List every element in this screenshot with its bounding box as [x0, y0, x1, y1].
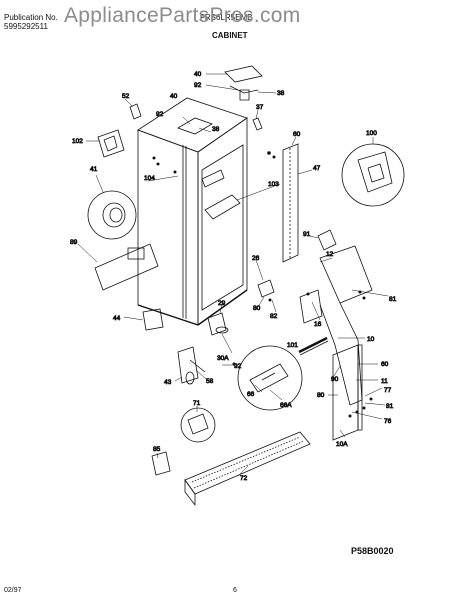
part-101 — [298, 336, 328, 354]
part-102 — [97, 129, 125, 158]
callout-10: 10 — [367, 336, 375, 343]
callout-38: 38 — [277, 90, 285, 97]
model-number: FRS6LR5EMB — [200, 13, 253, 22]
part-89 — [94, 243, 159, 291]
lower-hinge — [207, 312, 229, 336]
part-47 — [282, 143, 299, 263]
callout-38b: 38 — [212, 126, 220, 133]
callout-30A: 30A — [217, 355, 229, 362]
callout-16: 16 — [314, 321, 322, 328]
callout-58: 58 — [206, 378, 214, 385]
part-72-grille — [184, 431, 311, 507]
callout-44: 44 — [113, 315, 121, 322]
screws — [152, 151, 373, 418]
callout-102: 102 — [72, 138, 83, 145]
part-52 — [129, 103, 142, 120]
callout-92b: 92 — [156, 111, 164, 118]
callout-90: 90 — [331, 376, 339, 383]
part-41-detail — [87, 190, 137, 240]
callout-40: 40 — [194, 71, 202, 78]
section-title: CABINET — [212, 31, 248, 40]
callout-37: 37 — [256, 104, 264, 111]
top-hinge — [224, 65, 263, 101]
publication-label: Publication No. — [4, 13, 58, 22]
callout-47: 47 — [313, 165, 321, 172]
callout-11: 11 — [381, 378, 388, 385]
cabinet-body — [137, 97, 248, 326]
part-71-detail — [180, 407, 216, 443]
leader-lines — [77, 73, 389, 477]
callout-101: 101 — [287, 342, 298, 349]
callout-71: 71 — [193, 400, 201, 407]
callout-77: 77 — [384, 387, 392, 394]
callout-92: 92 — [194, 82, 202, 89]
callout-12: 12 — [326, 251, 334, 258]
part-44 — [142, 308, 164, 331]
callout-100: 100 — [366, 130, 377, 137]
callout-66A: 66A — [280, 402, 292, 409]
callout-41: 41 — [90, 166, 98, 173]
footer-page-number: 6 — [233, 587, 237, 594]
callout-43: 43 — [164, 379, 172, 386]
callout-80: 80 — [253, 305, 261, 312]
callout-81: 81 — [389, 296, 397, 303]
callout-80b: 80 — [317, 392, 325, 399]
callout-104: 104 — [144, 175, 155, 182]
callout-82: 82 — [270, 313, 278, 320]
callout-26: 26 — [252, 255, 260, 262]
callout-40b: 40 — [170, 93, 178, 100]
drawing-reference: P58B0020 — [351, 546, 394, 556]
callout-52: 52 — [122, 93, 130, 100]
callout-76: 76 — [384, 418, 392, 425]
callout-60b: 60 — [381, 361, 389, 368]
part-10 — [332, 344, 363, 441]
callout-29: 29 — [218, 300, 226, 307]
part-26 — [257, 279, 275, 298]
part-43-58 — [177, 346, 206, 385]
duct-assembly — [299, 229, 373, 406]
callout-85: 85 — [153, 446, 161, 453]
callout-60: 60 — [293, 131, 301, 138]
part-103 — [204, 194, 241, 220]
publication-number: 5995292511 — [4, 22, 48, 31]
callout-89: 89 — [70, 239, 78, 246]
callout-91: 91 — [303, 231, 311, 238]
part-100-detail — [341, 143, 405, 207]
callout-66: 66 — [247, 391, 255, 398]
part-66-detail — [237, 345, 303, 411]
callout-92c: 92 — [234, 363, 242, 370]
watermark: AppliancePartsPros.com — [64, 4, 301, 27]
callout-103: 103 — [268, 181, 279, 188]
callout-81b: 81 — [386, 403, 394, 410]
part-37 — [252, 117, 263, 131]
footer-date: 02/97 — [4, 587, 22, 594]
part-104 — [201, 169, 225, 188]
callout-10A: 10A — [336, 441, 348, 448]
callout-72: 72 — [240, 475, 248, 482]
part-85 — [151, 451, 171, 476]
